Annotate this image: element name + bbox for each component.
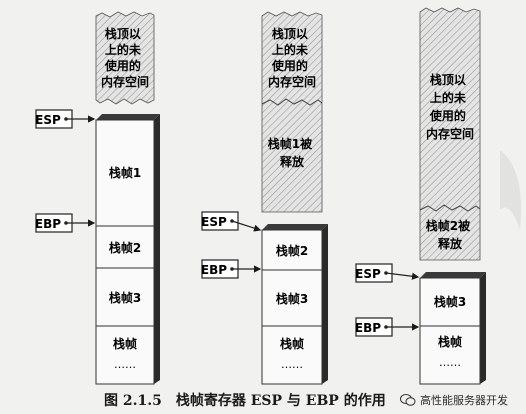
release-boundary — [419, 204, 481, 212]
released-frame-label: 栈帧1被 释放 — [268, 136, 317, 169]
watermark: 高性能服务器开发 — [400, 390, 508, 410]
esp-pointer-arrow — [231, 220, 262, 232]
frame-3-label: 栈帧3 — [276, 291, 308, 306]
background-decoration — [500, 150, 522, 230]
esp-pointer-arrow — [385, 272, 420, 280]
ebp-register-label: EBP — [35, 217, 61, 231]
frame-more — [261, 325, 323, 385]
unused-region — [419, 7, 481, 261]
esp-register-label: ESP — [201, 215, 227, 229]
esp-register-box — [355, 263, 393, 283]
esp-register-label: ESP — [35, 113, 61, 127]
release-boundary — [261, 98, 323, 106]
frame-more — [95, 325, 155, 385]
frame-more-label: 栈帧 — [280, 336, 304, 351]
frame-3-label: 栈帧3 — [434, 294, 466, 309]
stack-top-shadow — [420, 272, 486, 278]
figure-title: 栈帧寄存器 ESP 与 EBP 的作用 — [175, 393, 386, 409]
frame-more-ellipsis: …… — [281, 358, 303, 371]
stack-side-shadow — [480, 272, 486, 384]
unused-region-label: 栈顶以 上的未 使用的 内存空间 — [426, 72, 474, 141]
frame-2 — [261, 229, 323, 271]
unused-region-label: 栈顶以 上的未 使用的 内存空间 — [101, 26, 149, 89]
stack-3: 栈顶以 上的未 使用的 内存空间 栈帧2被 释放 栈帧3 栈帧 …… ESP E… — [355, 7, 486, 385]
frame-more-ellipsis: …… — [439, 356, 461, 369]
frame-more-label: 栈帧 — [438, 334, 462, 349]
figure-caption: 图 2.1.5 栈帧寄存器 ESP 与 EBP 的作用 — [104, 390, 434, 410]
frame-more — [419, 325, 481, 385]
stack-side-shadow — [322, 224, 328, 384]
stack-top-shadow — [262, 224, 328, 230]
frame-1-label: 栈帧1 — [109, 165, 141, 180]
frame-2 — [95, 225, 155, 269]
esp-register-box — [201, 211, 239, 231]
unused-region — [95, 11, 155, 105]
frame-2-label: 栈帧2 — [276, 243, 308, 258]
frame-more-ellipsis: …… — [114, 358, 136, 371]
ebp-register-label: EBP — [355, 321, 381, 335]
esp-register-label: ESP — [355, 267, 381, 281]
stack-1: 栈顶以 上的未 使用的 内存空间 栈帧1 栈帧2 栈帧3 栈帧 …… ESP E… — [35, 11, 160, 385]
unused-region — [261, 11, 323, 213]
unused-region-label: 栈顶以 上的未 使用的 内存空间 — [268, 26, 316, 89]
frame-more-label: 栈帧 — [113, 336, 137, 351]
stack-top-shadow — [96, 114, 160, 120]
frame-3 — [95, 267, 155, 327]
frame-2-label: 栈帧2 — [109, 240, 141, 255]
stack-side-shadow — [154, 114, 160, 384]
figure-number: 图 2.1.5 — [104, 393, 162, 409]
stack-2: 栈顶以 上的未 使用的 内存空间 栈帧1被 释放 栈帧2 栈帧3 栈帧 …… E… — [201, 11, 328, 385]
frame-3 — [419, 277, 481, 327]
wechat-icon — [400, 394, 416, 406]
released-frame-label: 栈帧2被 释放 — [426, 218, 475, 251]
ebp-register-label: EBP — [201, 263, 227, 277]
watermark-text: 高性能服务器开发 — [420, 394, 508, 407]
frame-1 — [95, 119, 155, 227]
frame-3-label: 栈帧3 — [109, 290, 141, 305]
